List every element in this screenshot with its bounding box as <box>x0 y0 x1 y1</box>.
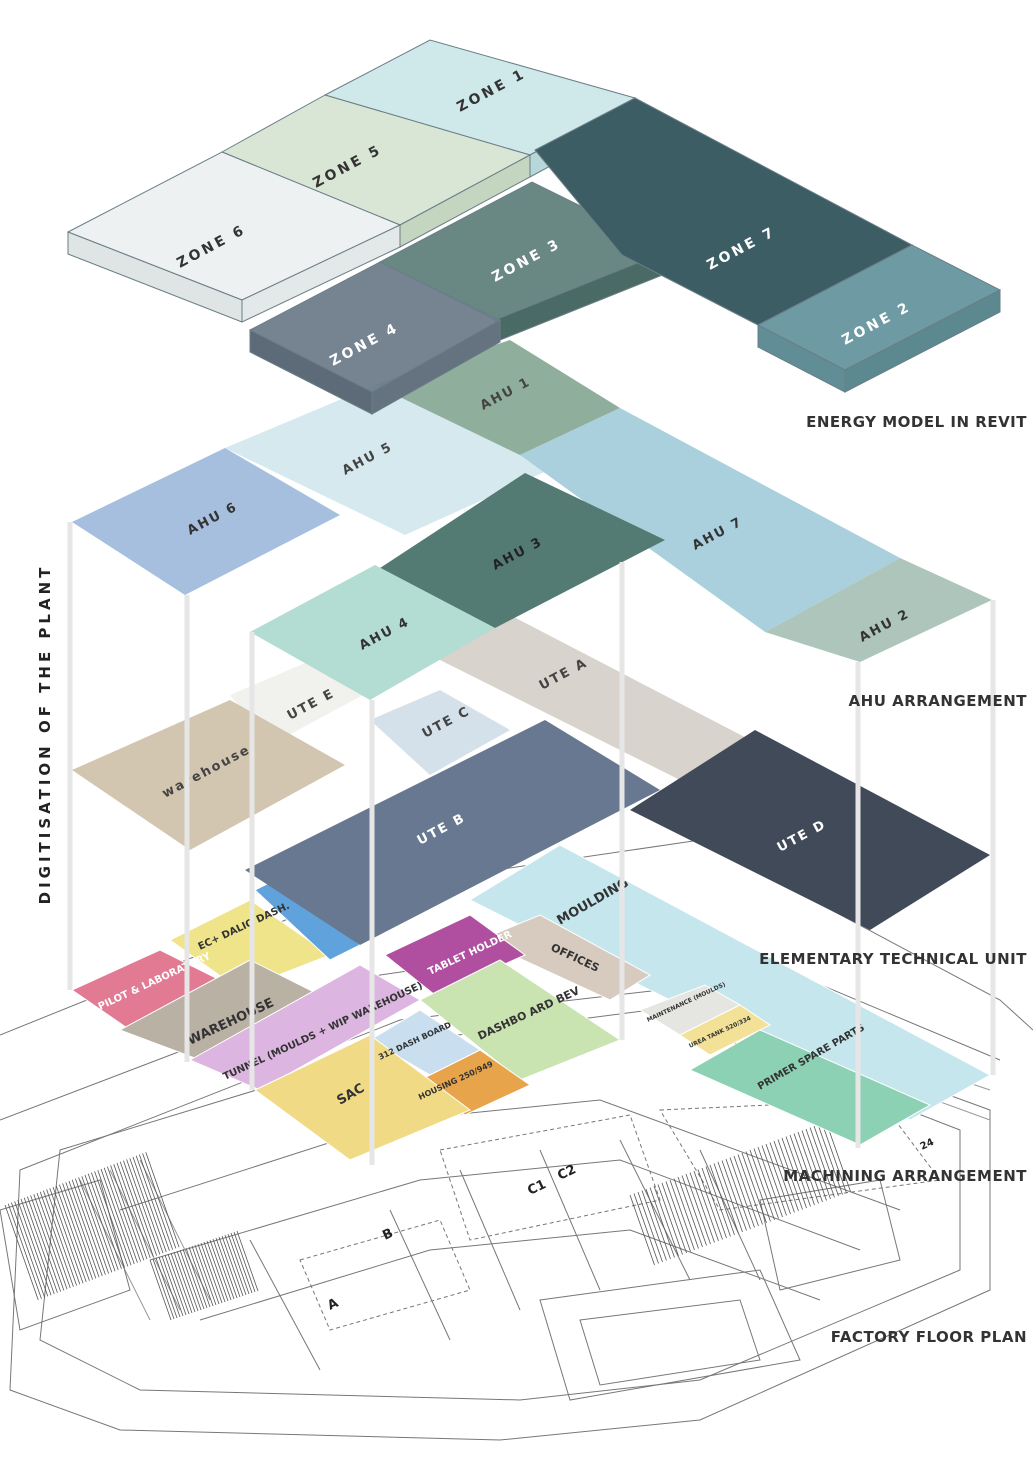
machining-urea-tank <box>679 1004 771 1056</box>
ute-warehouse <box>72 700 345 850</box>
ahu-2 <box>765 558 992 662</box>
ahu-7 <box>520 408 900 632</box>
floor-label-a: A <box>325 1296 340 1314</box>
zone-4-side <box>371 319 501 415</box>
ahu-6 <box>72 448 340 595</box>
label-machining-arrangement: MACHINING ARRANGEMENT <box>783 1167 1027 1185</box>
ahu-4 <box>250 565 495 700</box>
ute-b <box>245 720 660 945</box>
ute-a <box>430 615 760 790</box>
machining-offices <box>478 914 651 1001</box>
machining-tablet-holder <box>384 914 526 996</box>
floor-label-24: 24 <box>919 1137 936 1153</box>
label-ahu-arrangement: AHU ARRANGEMENT <box>848 692 1027 710</box>
ahu-3 <box>380 473 665 628</box>
machining-primer-spare-parts <box>688 1029 932 1146</box>
ute-layer <box>72 610 990 945</box>
label-energy-model: ENERGY MODEL IN REVIT <box>806 413 1027 431</box>
label-elementary-technical-unit: ELEMENTARY TECHNICAL UNIT <box>759 950 1027 968</box>
energy-model-layer <box>66 39 1002 415</box>
ute-c <box>370 690 510 775</box>
zone-6-side <box>241 224 401 323</box>
machining-sac <box>254 1034 471 1161</box>
label-factory-floor-plan: FACTORY FLOOR PLAN <box>830 1328 1027 1346</box>
floor-label-c1: C1 <box>525 1177 548 1198</box>
floor-plan-labels: A B C1 C2 24 <box>325 1137 936 1314</box>
floor-label-b: B <box>380 1226 395 1244</box>
ahu-5 <box>225 385 560 535</box>
floor-plan-hatching <box>4 1121 851 1321</box>
ahu-layer <box>72 340 992 700</box>
side-title: DIGITISATION OF THE PLANT <box>36 563 54 905</box>
connector-posts <box>67 522 996 1165</box>
floor-label-c2: C2 <box>555 1162 578 1183</box>
zone-2-front <box>757 324 846 393</box>
ute-d <box>630 730 990 930</box>
